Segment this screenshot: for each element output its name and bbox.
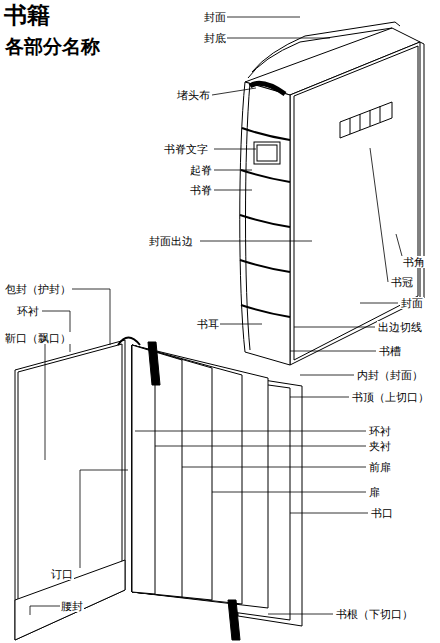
part-label: 书槽 [378,345,402,357]
part-label: 出边切线 [377,321,423,333]
part-label: 订口 [50,568,74,580]
part-label: 书口 [370,507,394,519]
part-label: 靳口（飘口） [4,332,72,344]
diagram-title: 书籍 [4,0,50,30]
part-label: 书角 [402,256,426,268]
part-label: 包封（护封） [4,283,72,295]
open-book [15,338,302,641]
part-label: 夹衬 [368,440,392,452]
part-label: 前扉 [368,461,392,473]
part-label: 书冠 [390,276,414,288]
part-label: 封面 [203,11,227,23]
part-label: 书脊 [189,184,213,196]
part-label: 书耳 [196,318,220,330]
part-label: 腰封 [60,600,84,612]
part-label: 扉 [368,486,381,498]
part-label: 环衬 [16,305,40,317]
closed-book [240,22,424,365]
part-label: 封底 [203,32,227,44]
part-label: 内封（封面） [356,369,424,381]
part-label: 封面出边 [148,235,194,247]
part-label: 书脊文字 [163,143,209,155]
part-label: 书顶（上切口） [351,391,430,403]
part-label: 堵头布 [176,89,211,101]
leader-lines [30,17,402,615]
part-label: 封面 [400,297,424,309]
part-label: 环衬 [368,425,392,437]
subtitle: 各部分名称 [4,34,101,59]
part-label: 起脊 [189,164,213,176]
part-label: 书根（下切口） [335,608,414,620]
